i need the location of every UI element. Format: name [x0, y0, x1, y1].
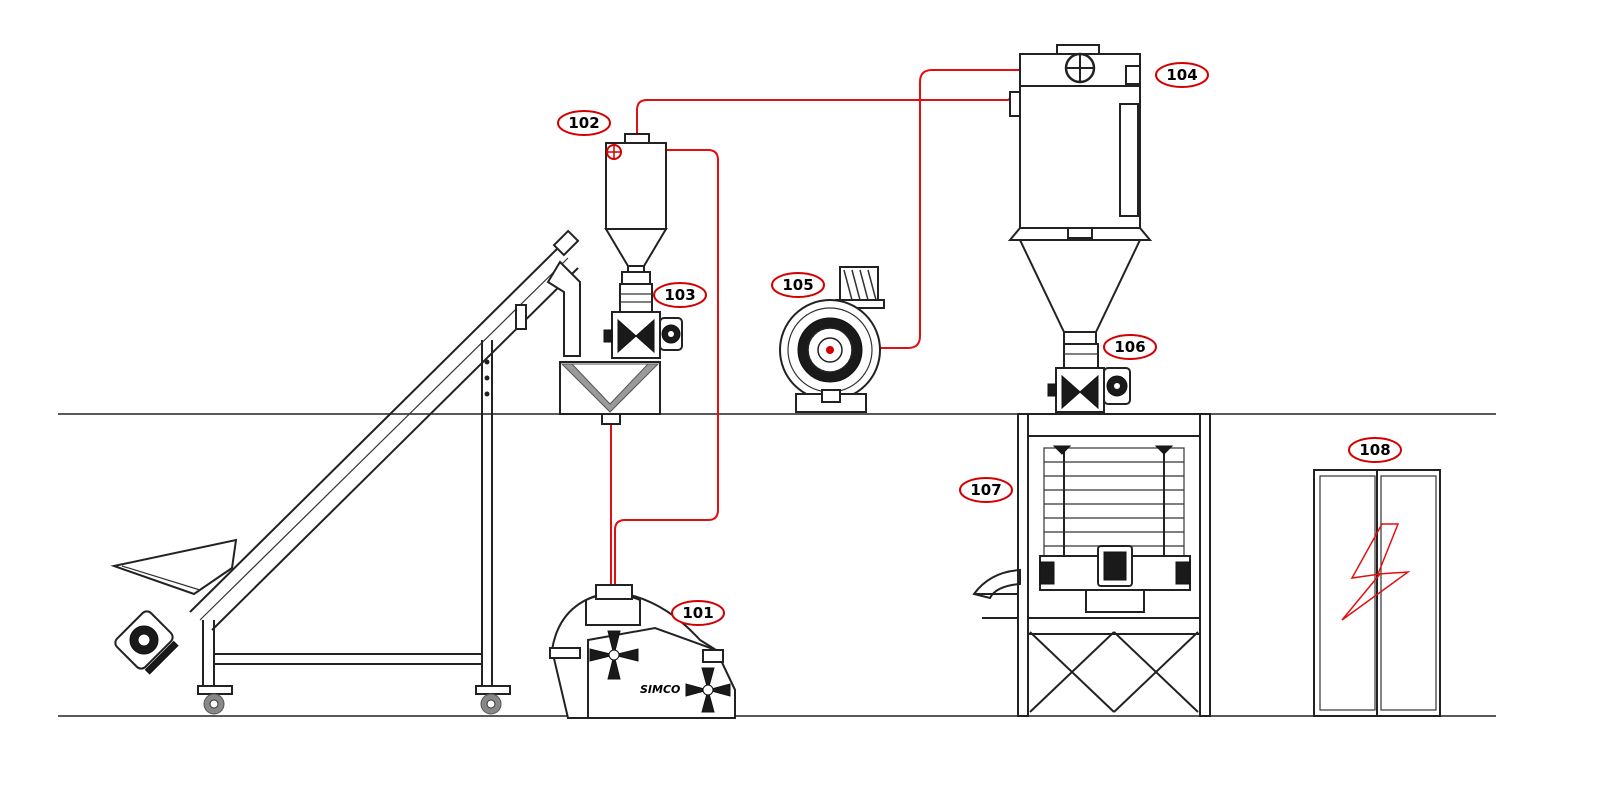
callout-102: 102 [557, 110, 611, 136]
callout-106: 106 [1103, 334, 1157, 360]
label-108: 108 [1359, 441, 1390, 459]
valve-motor-106 [1103, 367, 1131, 405]
bag-filter-104 [1007, 44, 1153, 345]
callout-105: 105 [771, 272, 825, 298]
rotary-valve-103 [559, 271, 683, 425]
label-107: 107 [970, 481, 1001, 499]
callout-108: 108 [1348, 437, 1402, 463]
label-105: 105 [782, 276, 813, 294]
callout-104: 104 [1155, 62, 1209, 88]
electrical-panel-108 [1313, 469, 1441, 717]
label-106: 106 [1114, 338, 1145, 356]
mill-fan-icon [589, 630, 639, 680]
pipe-filter-to-fan [828, 69, 1078, 349]
callouts: 101 102 103 104 105 106 107 108 [557, 62, 1402, 626]
motor-fan-icon [685, 667, 731, 713]
hammer-mill-101: SIMCO [549, 584, 736, 719]
callout-103: 103 [653, 282, 707, 308]
callout-107: 107 [959, 477, 1013, 503]
conveying-pipes [610, 69, 1078, 590]
pipe-mill-to-cyclone [614, 149, 719, 590]
label-103: 103 [664, 286, 695, 304]
label-101: 101 [682, 604, 713, 622]
callout-101: 101 [671, 600, 725, 626]
lightning-bolt-icon [1341, 523, 1411, 621]
cyclone-separator-102 [604, 133, 668, 287]
valve-motor [659, 317, 683, 351]
label-104: 104 [1166, 66, 1197, 84]
label-102: 102 [568, 114, 599, 132]
pipe-cyclone-to-filter [636, 94, 1016, 135]
blower-fan-105 [779, 266, 885, 413]
sifter-107 [972, 413, 1211, 717]
brand-mark: SIMCO [640, 683, 680, 696]
sifter-motor [1097, 545, 1133, 587]
conveyor-motor [114, 610, 179, 675]
rotary-valve-106 [1047, 343, 1131, 413]
screw-conveyor [110, 229, 581, 715]
floor-lines [58, 413, 1496, 717]
